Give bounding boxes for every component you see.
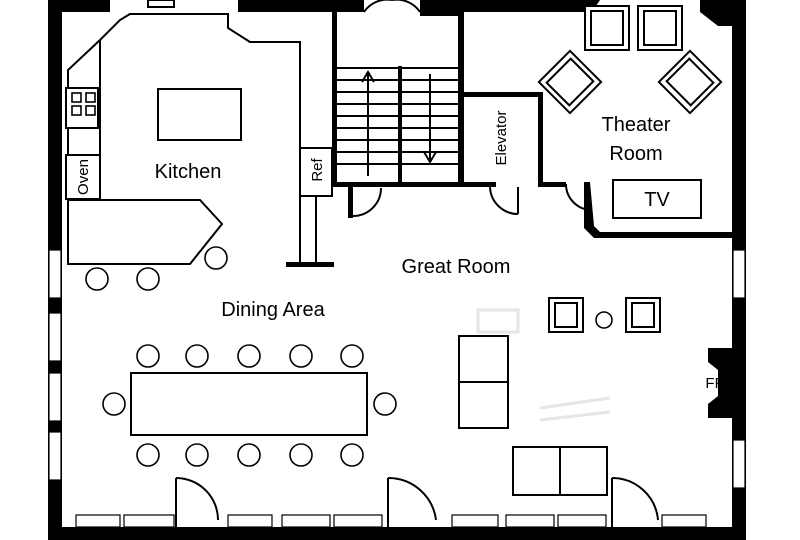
kitchen-label: Kitchen (155, 161, 222, 183)
tv-label: TV (644, 189, 670, 211)
great-room-label: Great Room (402, 256, 511, 278)
stove-burners (71, 92, 96, 116)
dining-chairs (102, 344, 397, 467)
bar-stools (85, 246, 228, 291)
elevator-shaft (462, 92, 543, 215)
right-windows (732, 249, 746, 489)
bottom-windows (75, 514, 707, 528)
oven-label: Oven (75, 159, 92, 195)
kitchen-partition (286, 262, 334, 267)
theater-chairs (537, 5, 723, 115)
great-room-furniture (458, 297, 661, 496)
dining-table (130, 372, 368, 436)
theater-label: Theater (602, 114, 671, 136)
fireplace (708, 348, 732, 418)
entry-doors (175, 0, 659, 527)
kitchen-island (157, 88, 242, 141)
stairwell (332, 12, 464, 218)
theater-walls (538, 182, 732, 238)
elevator-label: Elevator (493, 110, 510, 165)
ref-label: Ref (309, 157, 326, 181)
theater-room-label: Room (609, 143, 662, 165)
kitchen-bar (67, 199, 224, 265)
tv-cabinet (612, 179, 702, 219)
dining-area-label: Dining Area (221, 299, 325, 321)
fireplace-label: FP (705, 375, 724, 392)
left-windows (48, 249, 62, 481)
